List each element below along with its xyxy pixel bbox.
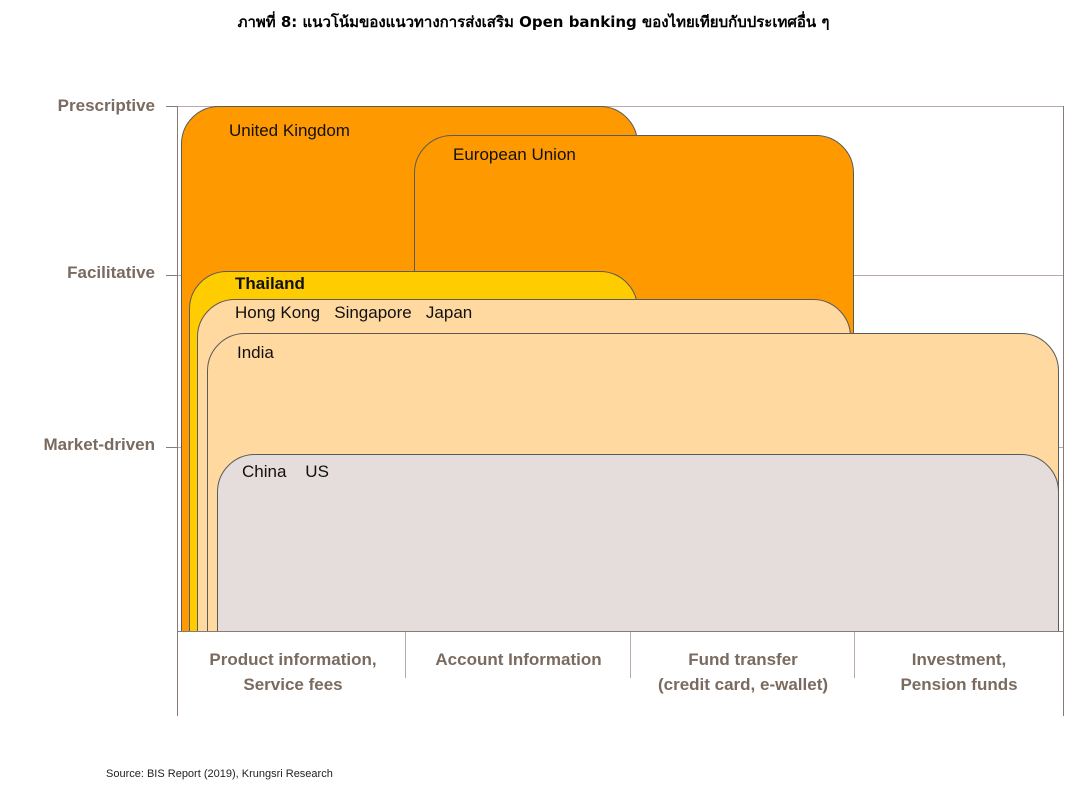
x-label-line2: Pension funds [900,675,1018,694]
y-label-facilitative: Facilitative [67,263,155,282]
tick-market-driven [166,447,178,448]
chart-title: ภาพที่ 8: แนวโน้มของแนวทางการส่งเสริม Op… [237,13,830,31]
label-hk-sg-jp: Hong Kong Singapore Japan [235,303,473,322]
label-european-union: European Union [453,145,576,164]
label-china-us: China US [242,462,329,481]
source-note: Source: BIS Report (2019), Krungsri Rese… [106,768,333,780]
y-label-market-driven: Market-driven [43,435,155,454]
x-divider-2 [630,632,631,678]
x-axis-line [178,631,1064,632]
x-label-product-information: Product information, Service fees [180,647,406,697]
x-label-line1: Fund transfer [688,650,798,669]
right-border-line [1063,106,1064,716]
x-label-investment: Investment, Pension funds [855,647,1063,697]
y-axis-line [177,106,178,716]
label-united-kingdom: United Kingdom [229,121,350,140]
x-label-line1: Investment, [911,650,1007,669]
box-china-us [217,454,1059,632]
x-label-line1: Product information, [209,650,377,669]
x-label-line1: Account Information [435,650,602,669]
tick-facilitative [166,275,178,276]
x-divider-1 [405,632,406,678]
tick-prescriptive [166,106,178,107]
x-label-account-information: Account Information [406,647,631,672]
x-label-fund-transfer: Fund transfer (credit card, e-wallet) [631,647,855,697]
x-label-line2: Service fees [243,675,343,694]
x-label-line2: (credit card, e-wallet) [657,675,829,694]
label-thailand: Thailand [235,274,305,293]
y-label-prescriptive: Prescriptive [57,96,155,115]
gridline-prescriptive [178,106,1064,107]
label-india: India [237,343,274,362]
x-divider-3 [854,632,855,678]
